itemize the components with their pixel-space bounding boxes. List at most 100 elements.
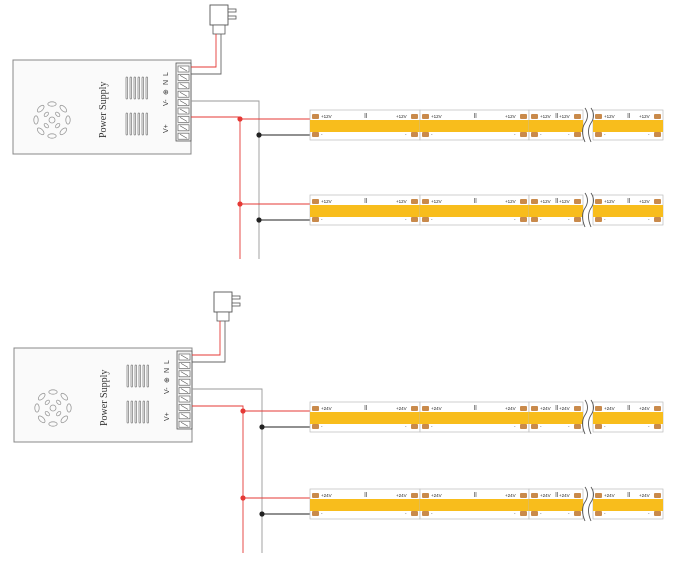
- vent-slot: [142, 400, 145, 424]
- solder-pad: [595, 217, 602, 222]
- fan-slot: [59, 127, 68, 136]
- fan-slot: [36, 127, 45, 136]
- solder-pad: [312, 511, 319, 516]
- junction-dot-positive: [240, 495, 246, 501]
- break-line: [588, 486, 594, 522]
- terminal-label-v-pos: V+: [164, 412, 171, 421]
- fan-slot: [36, 104, 45, 113]
- solder-pad: [422, 114, 429, 119]
- strip-voltage-label: +12V: [431, 199, 442, 204]
- solder-pad: [422, 132, 429, 137]
- junction-dot-positive: [240, 408, 246, 414]
- strip-voltage-label: +12V: [321, 114, 332, 119]
- terminal-screw-slot: [180, 354, 189, 360]
- break-line: [588, 192, 594, 228]
- solder-pad: [422, 217, 429, 222]
- solder-pad: [520, 114, 527, 119]
- solder-pad: [422, 493, 429, 498]
- strip-negative-label: -: [514, 511, 516, 516]
- negative-bus-wire: [191, 100, 260, 259]
- ac-wire-neutral: [192, 321, 226, 363]
- fan-slot: [37, 392, 46, 401]
- terminal-label-l: L: [163, 72, 170, 76]
- led-strip: +12V+12V--+12V+12V--+12V+12V--+12V+12V--: [237, 192, 664, 228]
- solder-pad: [531, 199, 538, 204]
- terminal-screw-slot: [179, 91, 188, 97]
- strip-voltage-label: +12V: [540, 114, 551, 119]
- solder-pad: [411, 424, 418, 429]
- strip-voltage-label: +24V: [505, 493, 516, 498]
- solder-pad: [422, 406, 429, 411]
- vent-slot: [125, 112, 128, 136]
- terminal-screw-slot: [180, 379, 189, 385]
- strip-voltage-label: +24V: [540, 406, 551, 411]
- solder-pad: [520, 199, 527, 204]
- strip-negative-label: -: [514, 424, 516, 429]
- vent-slot: [125, 76, 128, 100]
- terminal-screw-slot: [179, 133, 188, 139]
- solder-pad: [595, 114, 602, 119]
- strip-negative-label: -: [648, 217, 650, 222]
- terminal-screw-slot: [179, 75, 188, 80]
- strip-negative-label: -: [540, 424, 542, 429]
- solder-pad: [654, 424, 661, 429]
- strip-negative-label: -: [405, 511, 407, 516]
- fan-slot: [65, 115, 71, 125]
- vent-slot: [133, 112, 136, 136]
- ac-plug-body: [209, 4, 229, 26]
- strip-negative-label: -: [321, 132, 323, 137]
- strip-voltage-label: +12V: [431, 114, 442, 119]
- strip-cob-band: [529, 205, 583, 217]
- strip-negative-label: -: [648, 132, 650, 137]
- junction-dot-negative: [256, 132, 262, 138]
- strip-cob-band: [529, 120, 583, 132]
- strip-cob-band: [420, 120, 529, 132]
- break-line: [588, 107, 594, 143]
- fan-slot: [60, 392, 69, 401]
- negative-bus-wire: [192, 388, 263, 553]
- led-strip: +12V+12V--+12V+12V--+12V+12V--+12V+12V--: [237, 107, 664, 143]
- solder-pad: [520, 493, 527, 498]
- strip-cob-band: [529, 412, 583, 424]
- strip-negative-label: -: [431, 424, 433, 429]
- fan-slot-inner: [44, 399, 50, 405]
- strip-voltage-label: +24V: [396, 406, 407, 411]
- solder-pad: [654, 406, 661, 411]
- solder-pad: [595, 199, 602, 204]
- strip-voltage-label: +24V: [559, 406, 570, 411]
- solder-pad: [531, 424, 538, 429]
- strip-voltage-label: +24V: [321, 493, 332, 498]
- solder-pad: [574, 511, 581, 516]
- strip-voltage-label: +12V: [396, 199, 407, 204]
- ac-plug: [209, 4, 237, 35]
- strip-cob-band: [310, 412, 420, 424]
- break-line: [582, 107, 588, 143]
- solder-pad: [312, 406, 319, 411]
- vent-slot: [130, 400, 133, 424]
- solder-pad: [411, 114, 418, 119]
- strip-negative-label: -: [540, 511, 542, 516]
- fan-slot-inner: [56, 399, 62, 405]
- strip-negative-label: -: [568, 132, 570, 137]
- strip-negative-label: -: [604, 132, 606, 137]
- ac-plug-neck: [216, 311, 230, 322]
- break-line: [582, 192, 588, 228]
- junction-dot-positive: [237, 116, 243, 122]
- vent-slot: [146, 364, 149, 388]
- strip-cob-band: [593, 205, 663, 217]
- strip-break-symbol: [582, 399, 594, 435]
- terminal-label-n: N: [164, 368, 171, 373]
- strip-voltage-label: +24V: [639, 493, 650, 498]
- fan-slot: [47, 133, 57, 139]
- fan-slot: [47, 101, 57, 107]
- terminal-screw-slot: [179, 125, 188, 131]
- solder-pad: [520, 511, 527, 516]
- break-line: [582, 399, 588, 435]
- strip-negative-label: -: [540, 132, 542, 137]
- strip-cob-band: [529, 499, 583, 511]
- solder-pad: [574, 114, 581, 119]
- break-line: [582, 486, 588, 522]
- strip-negative-label: -: [514, 217, 516, 222]
- strip-voltage-label: +24V: [604, 493, 615, 498]
- vent-slot: [141, 76, 144, 100]
